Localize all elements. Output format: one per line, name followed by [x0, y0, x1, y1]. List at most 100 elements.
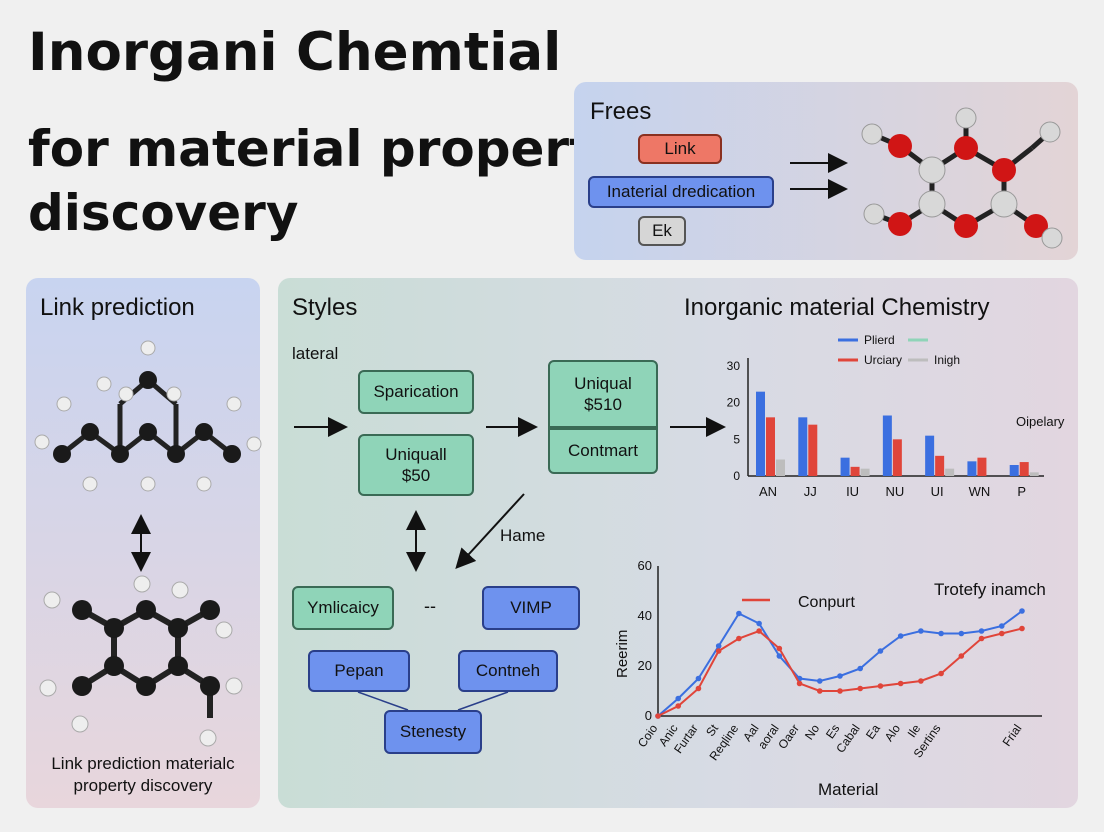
benzene-molecule-icon — [39, 575, 243, 747]
bar-y-tick-label: 30 — [727, 359, 741, 373]
line-y-tick-label: 0 — [645, 708, 652, 723]
bar-NU-1 — [892, 439, 902, 476]
line-point-1 — [897, 680, 904, 687]
line-point-0 — [816, 678, 823, 684]
bar-JJ-0 — [798, 417, 808, 476]
styles-panel: Styles lateral Sparication Uniquall $50 … — [278, 278, 1078, 808]
line-x-tick-label: Oaer — [775, 722, 802, 752]
line-point-1 — [918, 678, 924, 684]
line-point-0 — [695, 675, 702, 682]
line-point-1 — [857, 685, 864, 692]
input-label: lateral — [292, 344, 339, 363]
line-point-0 — [837, 673, 843, 679]
uniquall-box: Uniquall $50 — [358, 434, 474, 496]
line-chart-xlabel: Material — [818, 780, 879, 799]
bar-legend-label: Urciary — [864, 353, 902, 367]
line-y-tick-label: 40 — [638, 608, 652, 623]
sparication-box: Sparication — [358, 370, 474, 414]
bar-JJ-1 — [808, 424, 818, 476]
line-point-1 — [837, 688, 843, 694]
stenesty-box: Stenesty — [384, 710, 482, 754]
line-point-0 — [715, 643, 722, 649]
bar-UI-0 — [925, 435, 935, 476]
main-title-line2: for material property — [28, 120, 626, 178]
ring-molecule-icon — [861, 107, 1063, 249]
line-point-0 — [958, 630, 965, 637]
line-point-1 — [816, 688, 823, 694]
link-box: Link — [638, 134, 722, 164]
line-point-0 — [998, 623, 1005, 629]
line-point-1 — [998, 630, 1005, 637]
bar-WN-0 — [967, 461, 977, 476]
bar-P-2 — [1029, 472, 1039, 476]
line-point-0 — [675, 695, 682, 702]
line-y-tick-label: 20 — [638, 658, 652, 673]
frees-panel: Frees Link Inaterial dredication Ek — [574, 82, 1078, 260]
bar-x-tick-label: JJ — [804, 484, 817, 499]
line-point-1 — [958, 653, 965, 659]
bar-AN-0 — [756, 391, 765, 476]
line-chart-title: Trotefy inamch — [934, 580, 1046, 599]
line-x-tick-label: No — [802, 721, 822, 742]
link-prediction-panel: Link prediction Link prediction material… — [26, 278, 262, 808]
dash-label: -- — [424, 596, 436, 616]
material-prediction-box: Inaterial dredication — [588, 176, 774, 208]
line-point-0 — [918, 628, 924, 634]
line-x-tick-label: Ea — [863, 721, 883, 741]
bar-P-1 — [1019, 462, 1029, 476]
bar-IU-0 — [840, 457, 850, 476]
ymlicaicy-box: Ymlicaicy — [292, 586, 394, 630]
bar-UI-1 — [935, 455, 945, 476]
line-point-1 — [796, 680, 803, 687]
link-prediction-title: Link prediction — [40, 294, 195, 321]
line-point-0 — [736, 610, 742, 617]
bar-y-tick-label: 20 — [727, 395, 741, 409]
bar-x-tick-label: NU — [885, 484, 904, 499]
bar-UI-2 — [945, 468, 955, 476]
line-point-0 — [938, 630, 944, 637]
line-point-0 — [857, 665, 864, 672]
bar-x-tick-label: IU — [846, 484, 859, 499]
line-x-tick-label: Es — [823, 722, 843, 742]
uniqual-box: Uniqual $510 — [548, 360, 658, 428]
pepan-box: Pepan — [308, 650, 410, 692]
vimp-box: VIMP — [482, 586, 580, 630]
caption-line1: Link prediction materialc — [51, 754, 235, 773]
line-point-1 — [736, 635, 742, 642]
bar-chart-title: Inorganic material Chemistry — [684, 294, 990, 321]
line-point-1 — [1019, 625, 1025, 632]
line-x-tick-label: Frial — [1000, 722, 1025, 749]
line-point-1 — [776, 645, 783, 652]
line-point-1 — [655, 713, 661, 719]
line-point-1 — [938, 670, 944, 677]
line-y-tick-label: 60 — [638, 558, 652, 573]
bar-legend-label: Inigh — [934, 353, 960, 367]
line-point-1 — [715, 648, 722, 654]
line-point-1 — [675, 703, 682, 709]
flow-arrows — [294, 417, 726, 711]
bar-chart-side-label: Oipelary — [1016, 414, 1065, 429]
main-title-line1: Inorgani Chemtial — [28, 22, 562, 83]
contneh-box: Contneh — [458, 650, 558, 692]
line-x-tick-label: Coio — [635, 721, 661, 750]
bar-AN-1 — [766, 417, 775, 476]
frees-arrows — [790, 153, 848, 199]
bar-AN-2 — [776, 459, 785, 476]
bar-NU-0 — [882, 415, 892, 476]
line-point-1 — [877, 683, 884, 689]
line-point-0 — [756, 620, 762, 627]
line-point-1 — [978, 635, 985, 642]
bar-WN-1 — [977, 457, 987, 476]
contmart-box: Contmart — [548, 428, 658, 474]
line-x-tick-label: aoral — [755, 722, 782, 752]
line-point-0 — [978, 628, 985, 634]
bar-x-tick-label: AN — [759, 484, 777, 499]
hame-label: Hame — [500, 526, 546, 545]
line-x-tick-label: Alo — [882, 721, 904, 744]
line-point-1 — [756, 628, 762, 634]
bar-IU-1 — [850, 466, 860, 476]
bar-y-tick-label: 5 — [733, 433, 740, 447]
bar-x-tick-label: P — [1017, 484, 1026, 499]
